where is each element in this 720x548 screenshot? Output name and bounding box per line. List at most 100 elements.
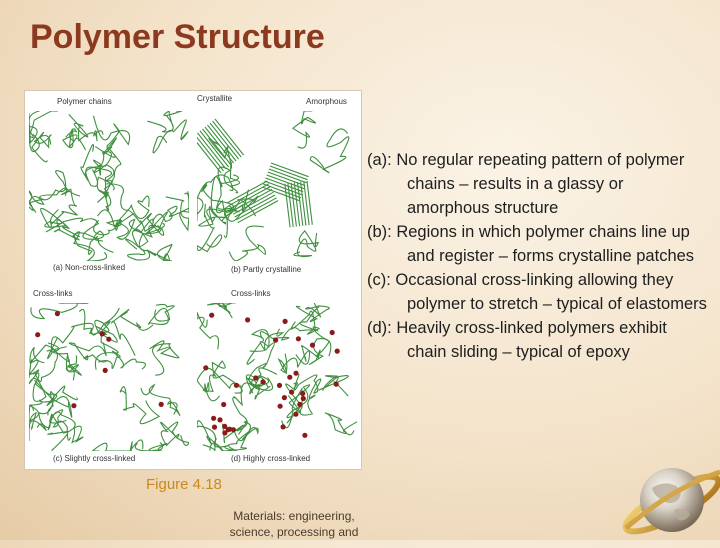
crystalline-chain	[270, 162, 309, 178]
polymer-chain	[68, 342, 108, 363]
label-b: (b) Partly crystalline	[231, 265, 302, 274]
crystalline-chain	[231, 188, 273, 212]
polymer-chain	[221, 382, 258, 444]
cross-link-point	[287, 374, 293, 380]
label-cross-links-c: Cross-links	[33, 289, 73, 298]
cross-link-point	[289, 389, 295, 395]
label-polymer-chains: Polymer chains	[57, 97, 112, 106]
polymer-chain	[51, 409, 72, 451]
label-c: (c) Slightly cross-linked	[53, 454, 136, 463]
polymer-chain	[47, 308, 94, 360]
polymer-chain	[29, 396, 73, 422]
polymer-chain	[309, 128, 350, 174]
polymer-chain	[53, 219, 108, 261]
polymer-chain	[228, 225, 266, 261]
cross-link-point	[217, 417, 223, 423]
polymer-chain	[68, 114, 104, 142]
polymer-chain	[245, 367, 278, 395]
polymer-chain	[293, 230, 320, 258]
polymer-chain	[140, 383, 181, 416]
crystalline-chain	[209, 122, 240, 160]
label-cross-links-d: Cross-links	[231, 289, 271, 298]
panel-d-highly-cross-linked	[197, 303, 357, 451]
polymer-chain	[92, 115, 131, 156]
cross-link-point	[293, 411, 299, 417]
cross-link-point	[99, 331, 105, 337]
label-crystallite: Crystallite	[197, 94, 233, 103]
polymer-chain	[209, 420, 259, 451]
cross-link-point	[221, 401, 227, 408]
polymer-structure-figure: Polymer chains Crystallite Amorphous (a)…	[24, 90, 362, 470]
polymer-chain	[259, 306, 320, 341]
cross-link-point	[225, 427, 231, 433]
panel-b-partly-crystalline	[197, 111, 350, 261]
polymer-chain	[119, 386, 161, 425]
cross-link-point	[329, 329, 335, 336]
cross-link-point	[35, 332, 41, 338]
crystalline-chain	[197, 132, 227, 170]
cross-link-point	[209, 312, 215, 318]
polymer-chain	[293, 373, 322, 414]
polymer-chain	[45, 217, 105, 242]
polymer-chain	[291, 111, 316, 149]
cross-link-point	[54, 311, 60, 317]
polymer-chain	[98, 350, 147, 370]
crystalline-chain	[268, 168, 307, 184]
crystalline-chain	[212, 120, 242, 158]
cross-link-point	[260, 379, 266, 385]
cross-link-point	[222, 423, 228, 429]
figure-caption: Figure 4.18	[146, 476, 222, 493]
crystalline-chain	[300, 181, 307, 226]
polymer-chain	[290, 310, 331, 357]
polymer-chain	[149, 340, 180, 376]
polymer-chain	[277, 350, 311, 374]
cross-link-point	[233, 382, 239, 388]
panel-a-non-cross-linked	[29, 111, 189, 261]
crystalline-chain	[263, 183, 302, 199]
polymer-chain	[29, 344, 58, 383]
polymer-chain	[152, 191, 189, 223]
polymer-chain	[80, 144, 112, 182]
crystalline-chain	[199, 130, 230, 168]
polymer-chain	[134, 442, 168, 451]
cross-link-point	[276, 382, 283, 388]
polymer-chain	[296, 303, 330, 322]
cross-link-point	[293, 370, 299, 376]
crystalline-chain	[267, 171, 306, 187]
polymer-chain	[38, 391, 67, 429]
crystalline-chain	[293, 182, 301, 227]
polymer-chain	[147, 111, 183, 133]
polymer-chain	[30, 303, 89, 320]
cross-link-point	[230, 427, 236, 433]
cross-link-point	[309, 342, 316, 348]
description-a: (a): No regular repeating pattern of pol…	[367, 151, 685, 217]
cross-link-point	[334, 348, 340, 354]
polymer-chain	[29, 359, 47, 402]
cross-link-point	[245, 317, 251, 323]
polymer-chain	[29, 111, 40, 152]
polymer-chain	[197, 368, 243, 402]
polymer-chain	[246, 328, 285, 365]
cross-link-point	[71, 403, 77, 409]
crystalline-chain	[306, 180, 313, 225]
description-d: (d): Heavily cross-linked polymers exhib…	[367, 319, 667, 361]
polymer-chain	[300, 338, 332, 366]
polymer-chain	[213, 430, 249, 451]
polymer-chain	[324, 412, 357, 436]
cross-link-point	[102, 367, 108, 373]
cross-link-point	[333, 381, 339, 387]
polymer-chain	[65, 355, 82, 381]
crystalline-chain	[232, 191, 274, 215]
polymer-chain	[47, 411, 84, 444]
crystalline-chain	[264, 180, 303, 196]
crystalline-chain	[229, 186, 271, 210]
crystalline-chain	[197, 136, 224, 172]
polymer-chain	[31, 131, 52, 163]
cross-link-point	[222, 430, 228, 436]
polymer-chain	[201, 183, 240, 238]
cross-link-point	[300, 390, 306, 397]
polymer-chain	[248, 342, 275, 388]
crystalline-chain	[197, 141, 222, 174]
cross-link-point	[282, 318, 288, 324]
crystalline-chain	[303, 181, 310, 226]
